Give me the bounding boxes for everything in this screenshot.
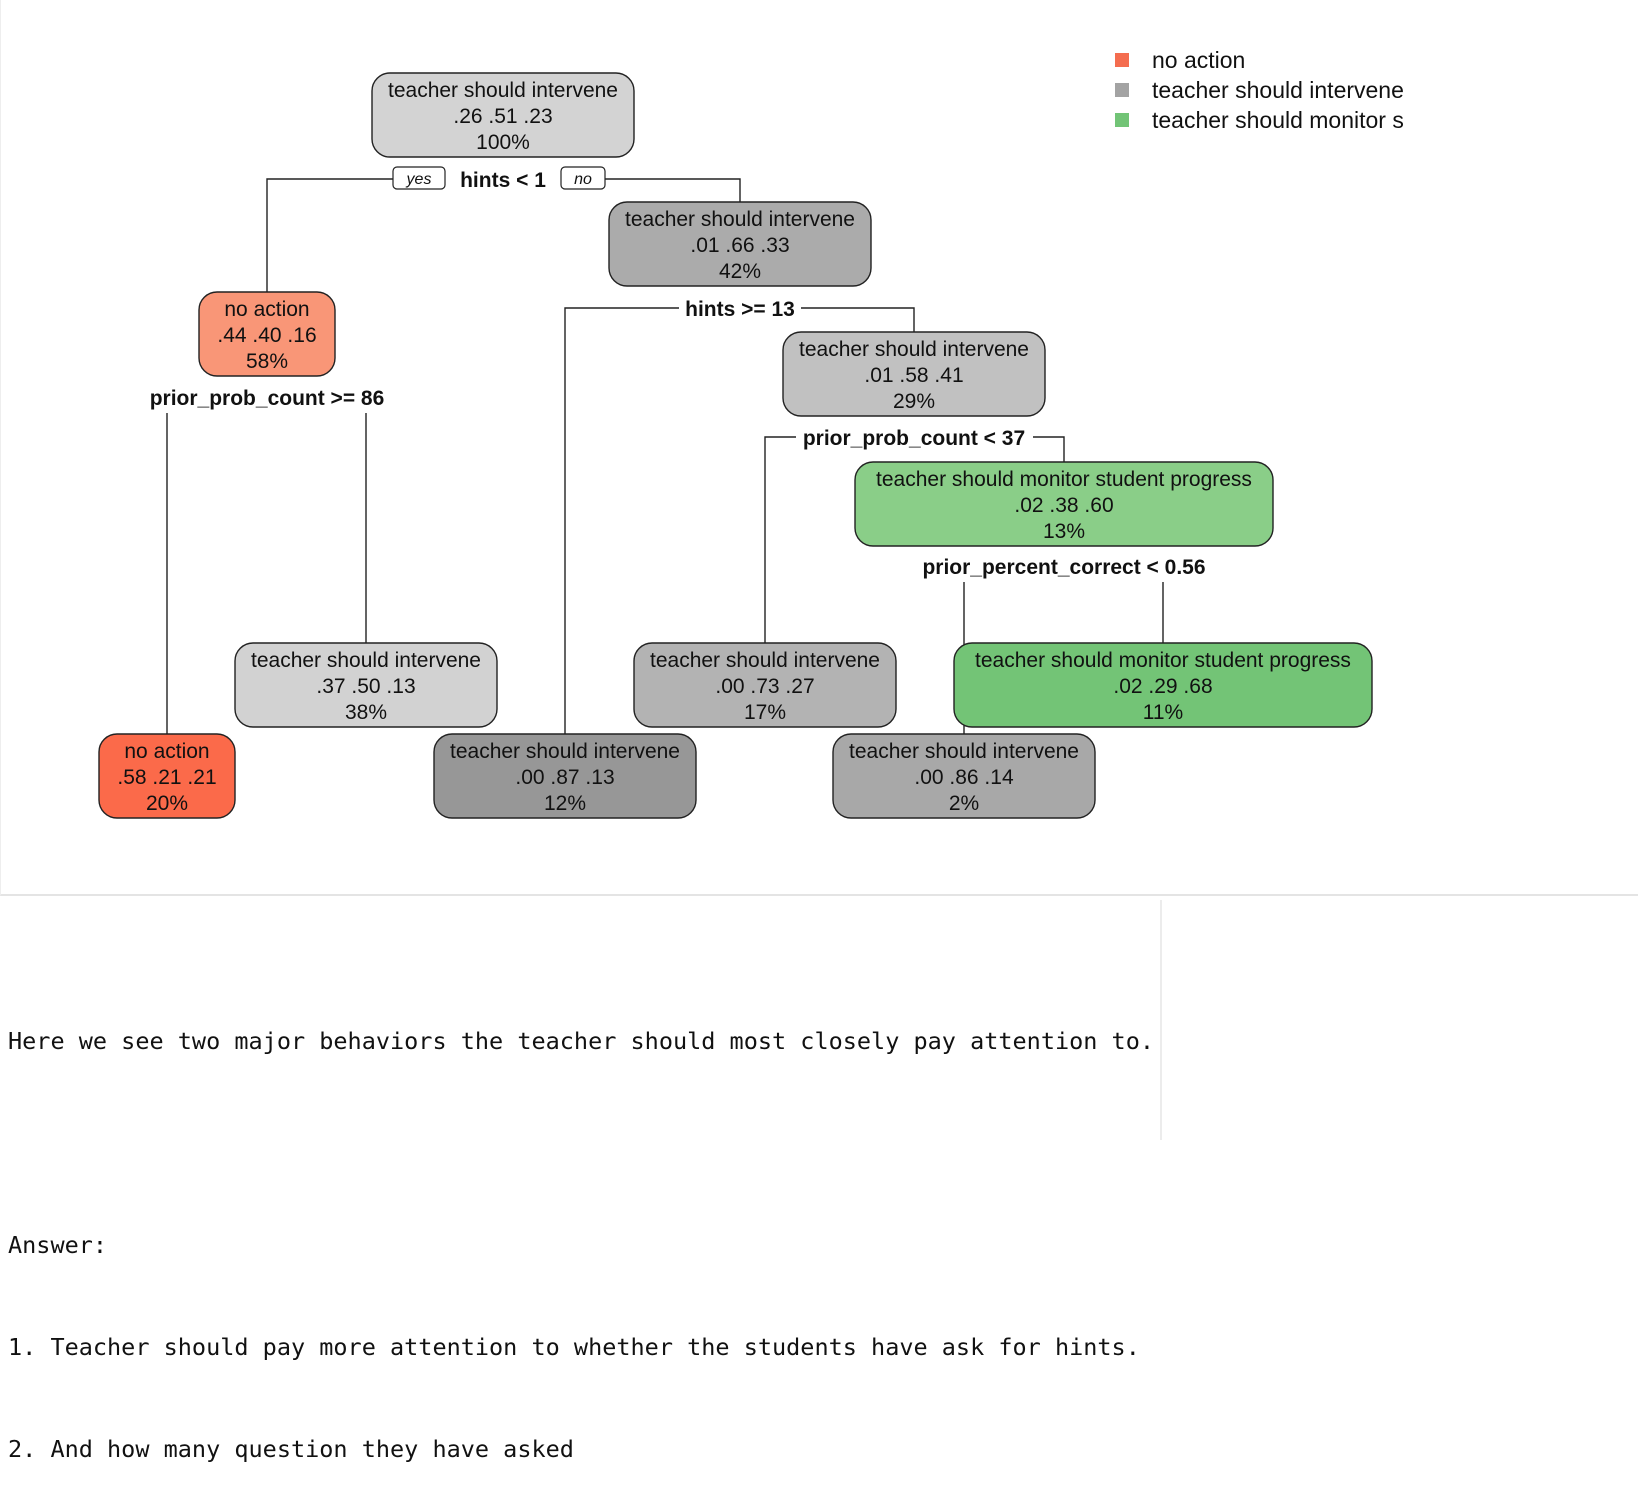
tree-node-box (371, 72, 635, 158)
tree-node-box (953, 642, 1373, 728)
tree-node-class: teacher should monitor student progress (975, 649, 1351, 672)
svg-text:no: no (574, 171, 592, 188)
tree-node: no action .58 .21 .21 20% (98, 733, 236, 819)
split-yes-tag: yes (392, 166, 446, 190)
output-line (8, 1126, 1154, 1160)
tree-node: teacher should intervene .00 .73 .27 17% (633, 642, 897, 728)
tree-node-class: teacher should intervene (625, 208, 855, 231)
tree-edge (605, 178, 741, 202)
output-line: Here we see two major behaviors the teac… (8, 1027, 1155, 1055)
tree-node-probs: .00 .86 .14 (914, 766, 1014, 789)
legend-item: teacher should monitor s (1115, 107, 1404, 133)
output-line: Answer: (8, 1231, 108, 1259)
tree-node-pct: 13% (1043, 520, 1085, 543)
tree-node-class: teacher should intervene (799, 338, 1029, 361)
tree-split-label: hints < 1 (460, 169, 546, 192)
tree-node-pct: 58% (246, 350, 288, 373)
tree-edge (564, 307, 679, 734)
svg-text:yes: yes (406, 171, 432, 188)
tree-edge (801, 307, 915, 332)
tree-split-label: prior_prob_count < 37 (803, 427, 1025, 450)
output-line: 1. Teacher should pay more attention to … (8, 1333, 1140, 1361)
legend-swatch (1115, 113, 1129, 127)
legend-label: no action (1152, 47, 1245, 73)
tree-node-box (234, 642, 498, 728)
legend-label: teacher should monitor s (1152, 107, 1404, 133)
tree-node-probs: .44 .40 .16 (217, 324, 316, 347)
tree-node: teacher should intervene .37 .50 .13 38% (234, 642, 498, 728)
tree-edge (266, 178, 445, 292)
tree-node-probs: .01 .66 .33 (690, 234, 789, 257)
tree-node-pct: 12% (544, 792, 586, 815)
tree-node-box (633, 642, 897, 728)
tree-node: teacher should monitor student progress.… (854, 461, 1274, 547)
tree-node-box (98, 733, 236, 819)
decision-tree-diagram: teacher should intervene .26 .51 .23 100% n… (98, 47, 1404, 819)
tree-node-class: teacher should monitor student progress (876, 468, 1252, 491)
tree-node-box (832, 733, 1096, 819)
tree-node-probs: .01 .58 .41 (864, 364, 963, 387)
tree-node-pct: 20% (146, 792, 188, 815)
tree-node-probs: .02 .38 .60 (1014, 494, 1113, 517)
tree-node-pct: 29% (893, 390, 935, 413)
tree-node-class: no action (224, 298, 309, 321)
tree-node-pct: 2% (949, 792, 979, 815)
legend-item: no action (1115, 47, 1245, 73)
tree-node-class: teacher should intervene (650, 649, 880, 672)
tree-node-pct: 100% (476, 131, 530, 154)
tree-node-probs: .58 .21 .21 (117, 766, 216, 789)
tree-node-probs: .02 .29 .68 (1113, 675, 1212, 698)
tree-node-pct: 17% (744, 701, 786, 724)
tree-node-box (782, 331, 1046, 417)
split-no-tag: no (560, 166, 606, 190)
tree-node-box (198, 291, 336, 377)
tree-node-probs: .00 .87 .13 (515, 766, 614, 789)
tree-node-probs: .37 .50 .13 (316, 675, 415, 698)
legend-label: teacher should intervene (1152, 77, 1404, 103)
tree-split-label: prior_percent_correct < 0.56 (922, 556, 1205, 579)
legend-swatch (1115, 83, 1129, 97)
tree-node-class: teacher should intervene (251, 649, 481, 672)
tree-split-label: hints >= 13 (685, 298, 795, 321)
tree-node-pct: 38% (345, 701, 387, 724)
tree-node-class: teacher should intervene (388, 79, 618, 102)
tree-node: teacher should intervene .01 .66 .33 42% (608, 201, 872, 287)
tree-node-box (433, 733, 697, 819)
tree-node-class: no action (124, 740, 209, 763)
tree-node: teacher should intervene .00 .86 .14 2% (832, 733, 1096, 819)
tree-node: teacher should intervene .01 .58 .41 29% (782, 331, 1046, 417)
tree-node-pct: 11% (1143, 701, 1183, 724)
output-divider (1160, 900, 1162, 1140)
legend-item: teacher should intervene (1115, 77, 1404, 103)
tree-node-pct: 42% (719, 260, 761, 283)
output-line: 2. And how many question they have asked (8, 1435, 574, 1463)
plot-output: teacher should intervene .26 .51 .23 100% n… (0, 0, 1638, 896)
tree-node: teacher should intervene .00 .87 .13 12% (433, 733, 697, 819)
tree-node-probs: .26 .51 .23 (453, 105, 552, 128)
tree-node-class: teacher should intervene (849, 740, 1079, 763)
tree-node-box (608, 201, 872, 287)
tree-split-label: prior_prob_count >= 86 (150, 387, 385, 410)
tree-node: no action .44 .40 .16 58% (198, 291, 336, 377)
legend-swatch (1115, 53, 1129, 67)
tree-node: teacher should intervene .26 .51 .23 100% (371, 72, 635, 158)
tree-edge (764, 436, 796, 643)
tree-node: teacher should monitor student progress.… (953, 642, 1373, 728)
tree-edge (1033, 436, 1065, 462)
cell-output-text: Here we see two major behaviors the teac… (8, 956, 1154, 1500)
tree-node-box (854, 461, 1274, 547)
tree-node-probs: .00 .73 .27 (715, 675, 814, 698)
tree-node-class: teacher should intervene (450, 740, 680, 763)
